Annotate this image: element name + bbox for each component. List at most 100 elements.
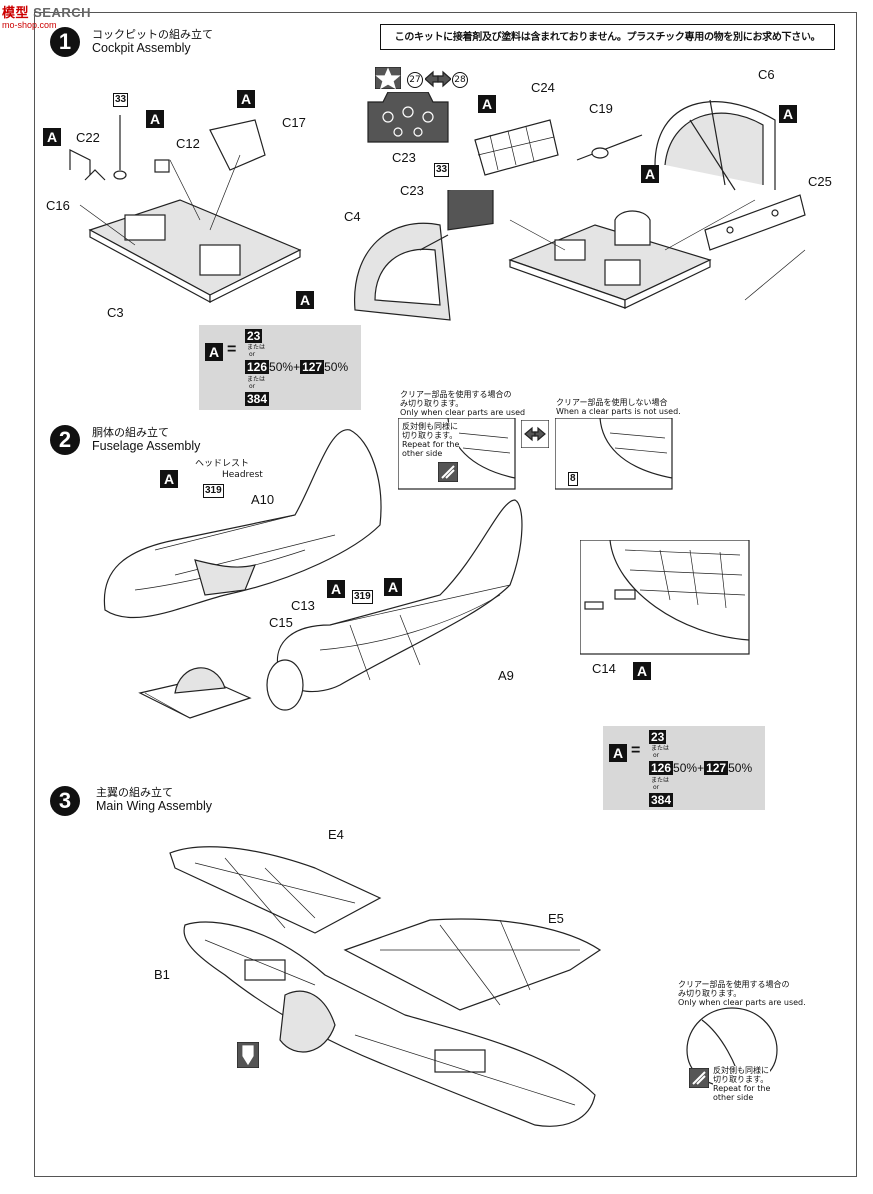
legend-2-or-en-2: or — [653, 784, 660, 791]
step-number-3: 3 — [50, 786, 80, 816]
clear-not-used-note: クリアー部品を使用しない場合 When a clear parts is not… — [556, 398, 681, 416]
part-c24: C24 — [531, 80, 555, 95]
legend-2-or-jp-2: または — [651, 777, 670, 784]
c24-armor-plate-drawing — [474, 119, 559, 176]
repeat-side-en1: Repeat for the — [402, 440, 460, 449]
legend-1-color-384: 384 — [245, 392, 270, 406]
part-c13: C13 — [291, 598, 315, 613]
legend-2-mix-126: 126 — [649, 761, 674, 775]
legend-1-or-en: or — [249, 351, 256, 358]
notice-box: このキットに接着剤及び塗料は含まれておりません。プラスチック専用の物を別にお求め… — [380, 24, 835, 50]
legend-1-or-jp-2: または — [247, 376, 266, 383]
cut-tool-icon-wing — [689, 1068, 709, 1088]
color-a-c24: A — [478, 95, 496, 113]
legend-2-equals: = — [631, 742, 641, 759]
clear-not-used-en: When a clear parts is not used. — [556, 407, 681, 416]
fuselage-left-half-drawing — [103, 429, 382, 619]
part-c12: C12 — [176, 136, 200, 151]
legend-2-mix-126-pct: 50% — [673, 761, 698, 775]
clear-used-wing-note: クリアー部品を使用する場合の み切り取ります。 Only when clear … — [678, 980, 806, 1007]
cut-tool-icon — [438, 462, 458, 482]
part-a10: A10 — [251, 492, 275, 507]
clear-used-wing-jp1: クリアー部品を使用する場合の — [678, 980, 790, 989]
repeat-side-wing-jp2: 切り取ります。 — [713, 1075, 769, 1084]
legend-1-plus: + — [293, 360, 301, 374]
legend-1-color-a: A — [205, 343, 223, 361]
clear-used-wing-jp2: み切り取ります。 — [678, 989, 742, 998]
color-a-c19: A — [641, 165, 659, 183]
repeat-side-en2: other side — [402, 449, 443, 458]
step-2-title-jp: 胴体の組み立て — [92, 426, 169, 439]
step-number-2: 2 — [50, 425, 80, 455]
part-c22: C22 — [76, 130, 100, 145]
part-c3: C3 — [107, 305, 124, 320]
repeat-side-note: 反対側も同様に 切り取ります。 Repeat for the other sid… — [402, 422, 460, 458]
color-a-c16: A — [43, 128, 61, 146]
legend-2-color-384: 384 — [649, 793, 674, 807]
repeat-side-wing-en1: Repeat for the — [713, 1084, 771, 1093]
legend-2-mix-127: 127 — [704, 761, 729, 775]
legend-1-mix-126-pct: 50% — [269, 360, 294, 374]
step-1-title-en: Cockpit Assembly — [92, 41, 191, 55]
decal-star-icon — [375, 67, 401, 89]
paint-8: 8 — [568, 472, 578, 486]
color-a-fuselage: A — [327, 580, 345, 598]
legend-2-color-23: 23 — [649, 730, 667, 744]
part-c19: C19 — [589, 101, 613, 116]
part-c23-top: C23 — [392, 150, 416, 165]
legend-2-color-a: A — [609, 744, 627, 762]
left-wing-upper-drawing — [169, 846, 382, 934]
paint-33-c23: 33 — [434, 163, 450, 177]
step-2-title-en: Fuselage Assembly — [92, 439, 201, 453]
c4-bulkhead-drawing — [354, 190, 494, 321]
legend-2-plus: + — [697, 761, 705, 775]
part-a9: A9 — [498, 668, 514, 683]
part-b1: B1 — [154, 967, 170, 982]
legend-1-equals: = — [227, 341, 237, 358]
step-3-title-jp: 主翼の組み立て — [96, 786, 173, 799]
repeat-side-jp1: 反対側も同様に — [402, 422, 458, 431]
legend-1-mix-126: 126 — [245, 360, 270, 374]
step-number-1: 1 — [50, 27, 80, 57]
color-a-c14: A — [633, 662, 651, 680]
color-a-c17: A — [237, 90, 255, 108]
clear-not-used-jp: クリアー部品を使用しない場合 — [556, 398, 668, 407]
glue-tube-icon — [237, 1042, 259, 1068]
c25-plate-drawing — [704, 194, 806, 251]
cockpit-tub-drawing — [138, 667, 252, 719]
part-c4: C4 — [344, 209, 361, 224]
c14-detail-drawing — [580, 540, 750, 655]
part-c25: C25 — [808, 174, 832, 189]
instrument-panel-decal-drawing — [367, 92, 449, 143]
page-frame — [34, 12, 857, 1177]
decal-27: 27 — [407, 72, 423, 88]
legend-1-or-jp: または — [247, 344, 266, 351]
watermark-brand-left: 模型 — [2, 5, 30, 20]
clear-used-note: クリアー部品を使用する場合の み切り取ります。 Only when clear … — [400, 390, 525, 417]
legend-1-or-en-2: or — [249, 383, 256, 390]
part-c15: C15 — [269, 615, 293, 630]
part-c23: C23 — [400, 183, 424, 198]
paint-319-fuselage: 319 — [352, 590, 373, 604]
cockpit-floor-drawing — [69, 115, 302, 304]
swap-arrows-icon — [425, 70, 451, 88]
headrest-en: Headrest — [222, 470, 263, 480]
watermark-url: mo-shop.com — [2, 20, 57, 30]
paint-33-c22: 33 — [113, 93, 129, 107]
part-c14: C14 — [592, 661, 616, 676]
watermark-brand: 模型 SEARCH — [2, 2, 91, 21]
legend-1-mix-127-pct: 50% — [324, 360, 349, 374]
alternate-arrows-icon — [521, 420, 549, 448]
color-a-a9: A — [384, 578, 402, 596]
step-3-title-en: Main Wing Assembly — [96, 799, 213, 813]
watermark-brand-right: SEARCH — [33, 5, 92, 20]
c19-rod-drawing — [576, 134, 643, 161]
headrest-jp: ヘッドレスト — [195, 459, 250, 469]
repeat-side-wing-jp1: 反対側も同様に — [713, 1066, 769, 1075]
legend-1-mix-127: 127 — [300, 360, 325, 374]
color-a-c6: A — [779, 105, 797, 123]
